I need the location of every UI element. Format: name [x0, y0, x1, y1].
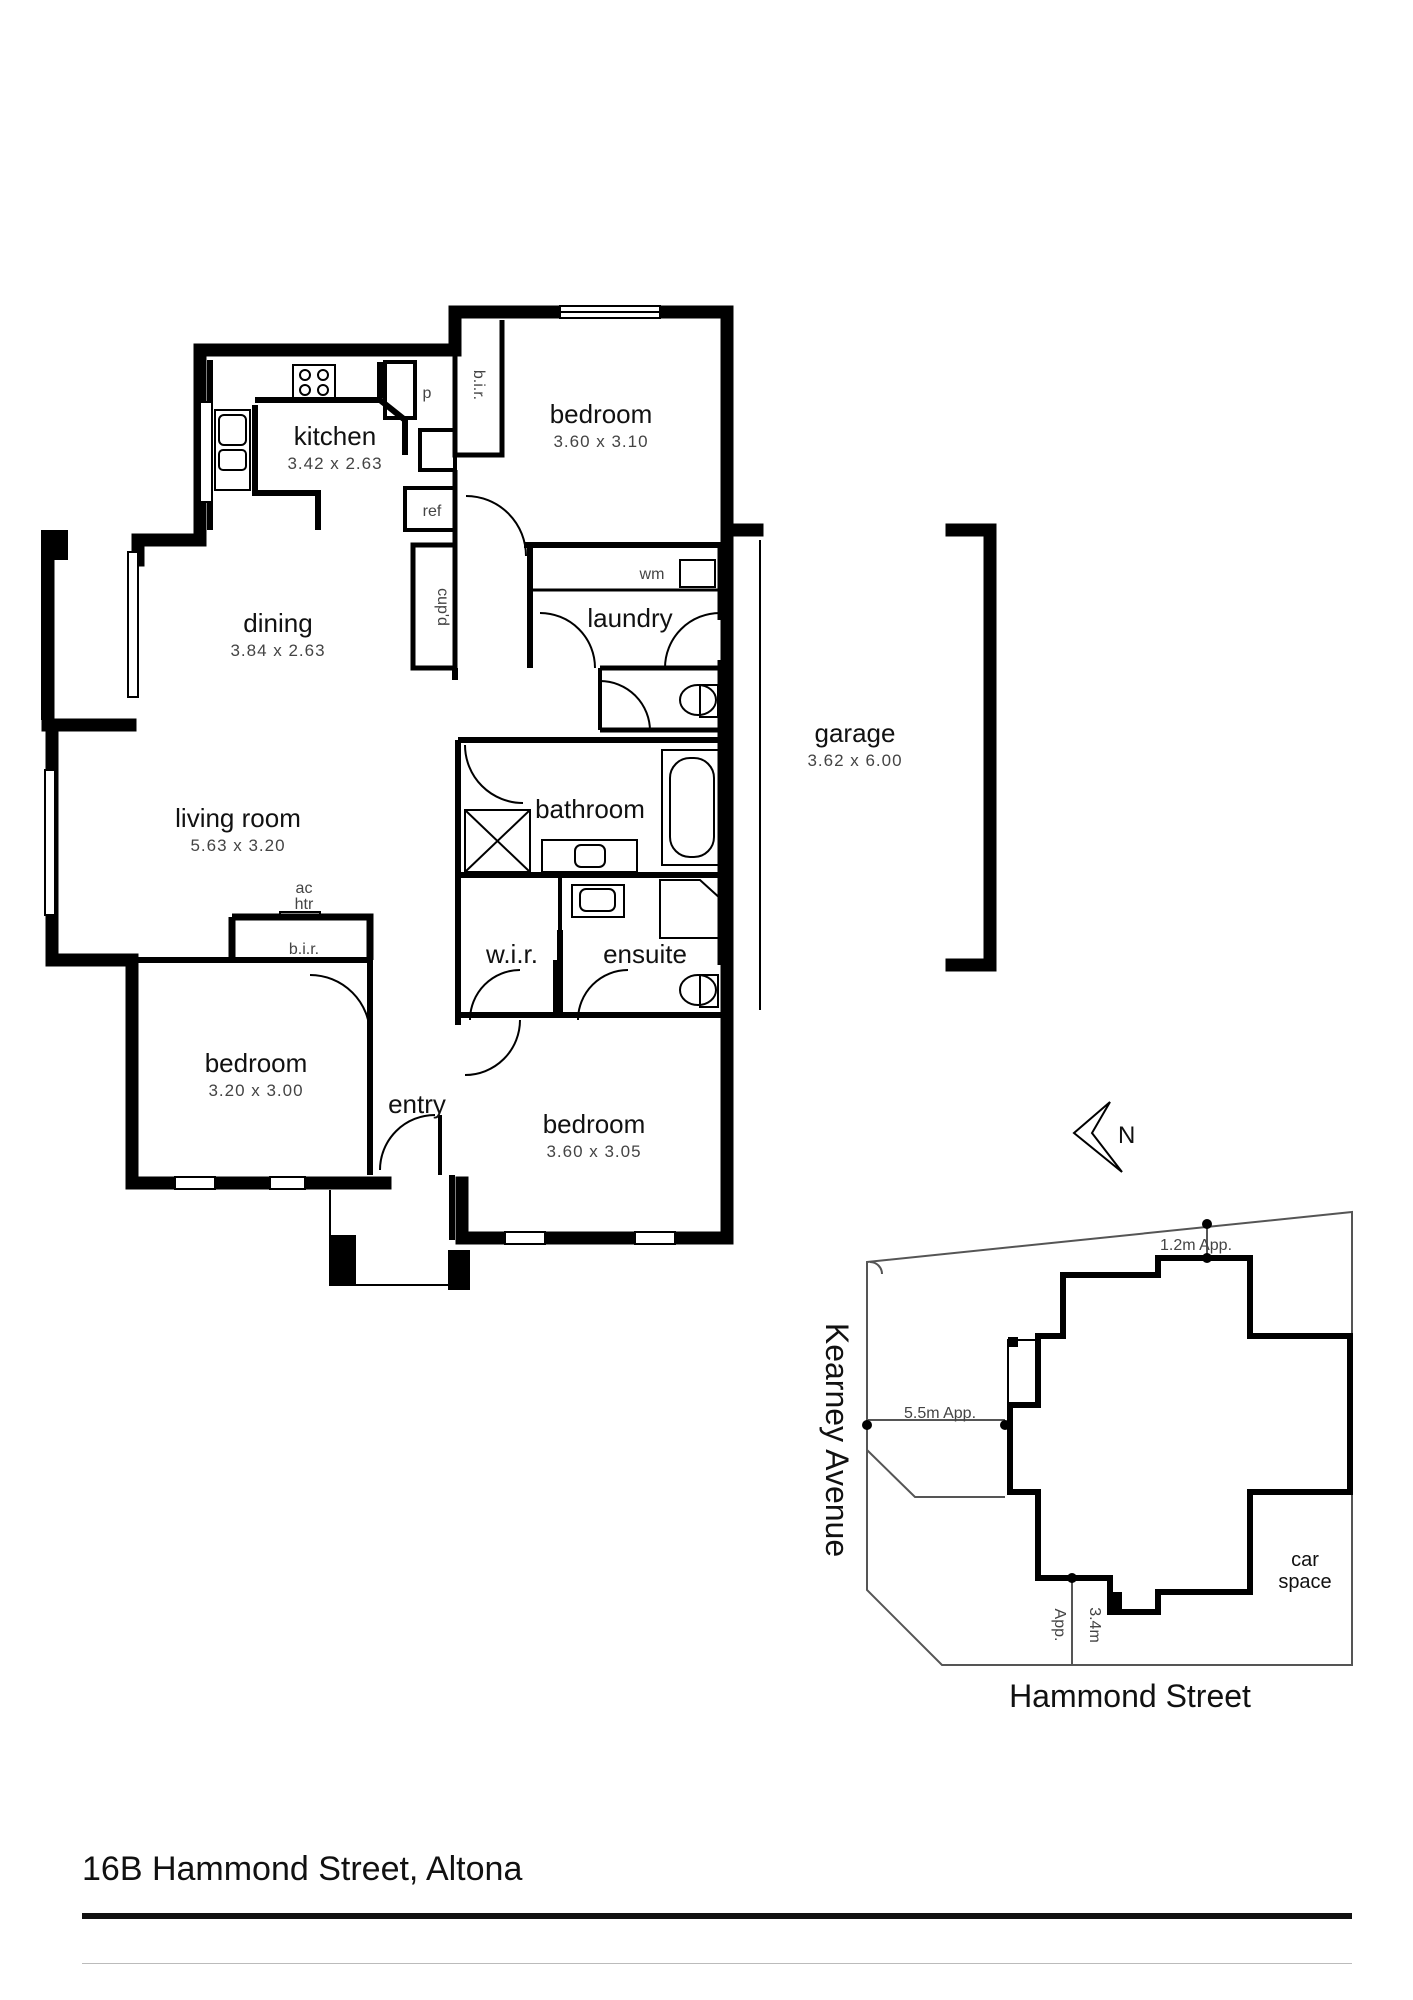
- bedroom3-dims: 3.60 x 3.05: [546, 1142, 641, 1161]
- car-space-label-2: space: [1278, 1571, 1331, 1593]
- room-labels: kitchen 3.42 x 2.63 bedroom 3.60 x 3.10 …: [175, 399, 902, 1161]
- bir-left-label: b.i.r.: [289, 941, 319, 958]
- door-swings: [309, 495, 721, 1171]
- ac-label: ac: [296, 880, 313, 897]
- street-bottom-label: Hammond Street: [1009, 1678, 1251, 1714]
- fixture-labels: p b.i.r. ref cup'd wm ac htr b.i.r.: [289, 370, 665, 958]
- car-space-label-1: car: [1291, 1549, 1319, 1571]
- ref-label: ref: [423, 503, 442, 520]
- north-label: N: [1118, 1122, 1135, 1149]
- street-side-label: Kearney Avenue: [819, 1323, 855, 1557]
- site-setback-markers: [862, 1219, 1212, 1583]
- bedroom2-label: bedroom: [205, 1048, 308, 1078]
- pantry-label: p: [423, 385, 432, 402]
- ensuite-label: ensuite: [603, 939, 687, 969]
- setback-bottom-label-2: App.: [1051, 1609, 1068, 1642]
- bedroom3-label: bedroom: [543, 1109, 646, 1139]
- footer-rule-thin: [82, 1963, 1352, 1964]
- bathroom-label: bathroom: [535, 794, 645, 824]
- site-house-footprint: [1007, 1255, 1353, 1615]
- interior-walls: [132, 318, 727, 1240]
- footer-rule: [82, 1913, 1352, 1919]
- kitchen-dims: 3.42 x 2.63: [287, 454, 382, 473]
- laundry-label: laundry: [587, 603, 672, 633]
- site-porch: [1007, 1337, 1122, 1612]
- cupd-label: cup'd: [434, 588, 451, 626]
- north-arrow-icon: [1072, 1101, 1123, 1173]
- site-labels: 1.2m App. 5.5m App. 3.4m App. car space …: [819, 1237, 1332, 1714]
- htr-label: htr: [295, 896, 314, 913]
- entry-label: entry: [388, 1089, 446, 1119]
- dining-label: dining: [243, 608, 312, 638]
- garage-dims: 3.62 x 6.00: [807, 751, 902, 770]
- property-address: 16B Hammond Street, Altona: [82, 1850, 523, 1888]
- living-dims: 5.63 x 3.20: [190, 836, 285, 855]
- bedroom1-dims: 3.60 x 3.10: [553, 432, 648, 451]
- house-outline: [41, 305, 997, 1245]
- porch-lines: [41, 530, 761, 1286]
- setback-top-label: 1.2m App.: [1160, 1237, 1232, 1254]
- bir-top-label: b.i.r.: [470, 370, 487, 400]
- garage-label: garage: [815, 718, 896, 748]
- site-boundary: [866, 1210, 1353, 1666]
- dining-dims: 3.84 x 2.63: [230, 641, 325, 660]
- kitchen-label: kitchen: [294, 421, 376, 451]
- setback-side-label: 5.5m App.: [904, 1405, 976, 1422]
- wm-label: wm: [639, 566, 665, 583]
- bathroom-fixtures: [279, 559, 723, 1008]
- living-label: living room: [175, 803, 301, 833]
- bedroom1-label: bedroom: [550, 399, 653, 429]
- compass: N: [1072, 1101, 1135, 1173]
- wir-label: w.i.r.: [485, 939, 538, 969]
- bedroom2-dims: 3.20 x 3.00: [208, 1081, 303, 1100]
- windows: [44, 305, 676, 1245]
- setback-bottom-label-1: 3.4m: [1086, 1607, 1103, 1643]
- porch-posts: [42, 530, 470, 1290]
- kitchen-fixtures: [214, 364, 336, 491]
